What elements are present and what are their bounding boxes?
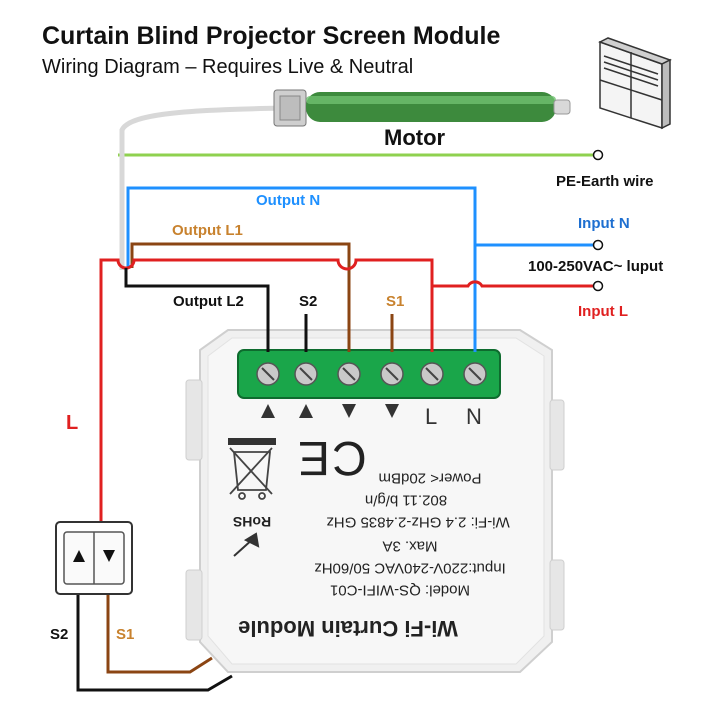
s2-top-label: S2 bbox=[299, 293, 318, 310]
s2-bottom-label: S2 bbox=[50, 626, 69, 643]
spec-model: Model: QS-WIFI-C01 bbox=[329, 581, 471, 599]
s1-bottom-label: S1 bbox=[116, 626, 135, 643]
page-title: Curtain Blind Projector Screen Module bbox=[42, 22, 501, 50]
output-l2-label: Output L2 bbox=[173, 293, 244, 310]
live-label: L bbox=[66, 412, 79, 434]
terminal-label-n: N bbox=[466, 404, 482, 429]
output-n-label: Output N bbox=[256, 192, 321, 209]
s2-bottom-wire bbox=[76, 590, 233, 692]
output-l2-wire bbox=[124, 268, 270, 352]
terminal-arrows bbox=[261, 404, 399, 418]
pe-earth-label: PE-Earth wire bbox=[556, 173, 654, 190]
output-l1-wire bbox=[130, 242, 351, 352]
module-name: Wi-Fi Curtain Module bbox=[238, 616, 458, 641]
s1-bottom-wire bbox=[106, 590, 213, 674]
voltage-label: 100-250VAC~ luput bbox=[528, 258, 664, 275]
spec-wifi-std: 802.11 b/g/n bbox=[364, 491, 448, 509]
motor-cable bbox=[119, 105, 283, 270]
up-arrow-icon bbox=[261, 404, 275, 418]
terminal-block bbox=[237, 349, 501, 399]
input-terminals bbox=[592, 149, 604, 292]
up-arrow-icon bbox=[299, 404, 313, 418]
output-n-wire bbox=[126, 186, 477, 352]
down-arrow-icon bbox=[385, 404, 399, 418]
motor-label: Motor bbox=[384, 125, 446, 150]
rotate-arrow-icon bbox=[233, 532, 260, 557]
s1-top-label: S1 bbox=[386, 293, 405, 310]
spec-input: Input:220V-240VAC 50/60Hz bbox=[314, 559, 506, 577]
spec-max: Max. 3A bbox=[382, 537, 438, 555]
output-l1-label: Output L1 bbox=[172, 222, 243, 239]
module-body bbox=[185, 329, 565, 673]
spec-wifi: Wi-Fi: 2.4 GHz-2.4835 GHz bbox=[326, 513, 510, 531]
page-subtitle: Wiring Diagram – Requires Live & Neutral bbox=[42, 56, 414, 78]
down-arrow-icon bbox=[103, 550, 115, 562]
curtain-switch bbox=[55, 521, 133, 595]
input-l-label: Input L bbox=[578, 303, 628, 320]
live-wire bbox=[99, 258, 596, 566]
down-arrow-icon bbox=[342, 404, 356, 418]
spec-power: Power< 20dBm bbox=[378, 469, 482, 487]
motor-icon bbox=[273, 89, 571, 127]
up-arrow-icon bbox=[73, 550, 85, 562]
window-blind-icon bbox=[598, 37, 672, 130]
spec-rohs: RoHS bbox=[232, 514, 272, 530]
ce-mark: CE bbox=[296, 431, 367, 484]
input-n-label: Input N bbox=[578, 215, 630, 232]
terminal-label-l: L bbox=[425, 404, 438, 429]
weee-bin-icon bbox=[228, 438, 276, 500]
